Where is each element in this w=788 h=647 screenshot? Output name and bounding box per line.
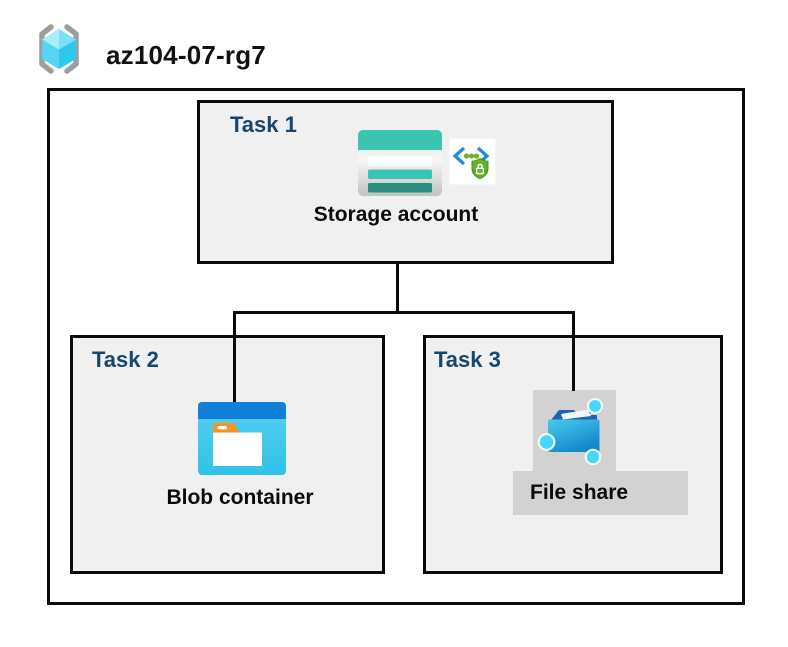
file-share-icon: [537, 397, 604, 466]
task1-label: Task 1: [230, 112, 297, 137]
task3-label: Task 3: [434, 347, 501, 372]
storage-account-label: Storage account: [313, 203, 479, 226]
task2-box: Task 2 Blob container: [70, 335, 385, 574]
connector-to-file-share: [572, 311, 575, 391]
connector-to-blob-container: [233, 311, 236, 402]
blob-container-icon: [198, 402, 286, 480]
blob-container-label: Blob container: [166, 486, 314, 509]
task3-box: Task 3 File shar: [423, 335, 723, 574]
task2-label: Task 2: [92, 347, 159, 372]
secure-endpoint-icon: [448, 137, 497, 190]
resource-group-name: az104-07-rg7: [106, 40, 266, 70]
file-share-icon-highlight: [533, 390, 616, 471]
file-share-label-highlight: File share: [513, 471, 688, 515]
connector-branch-horizontal: [233, 311, 575, 314]
resource-group-icon: [30, 20, 88, 78]
storage-account-icon: [358, 130, 442, 201]
task1-box: Task 1: [197, 100, 614, 264]
file-share-label: File share: [530, 481, 629, 504]
connector-storage-trunk: [396, 262, 399, 314]
